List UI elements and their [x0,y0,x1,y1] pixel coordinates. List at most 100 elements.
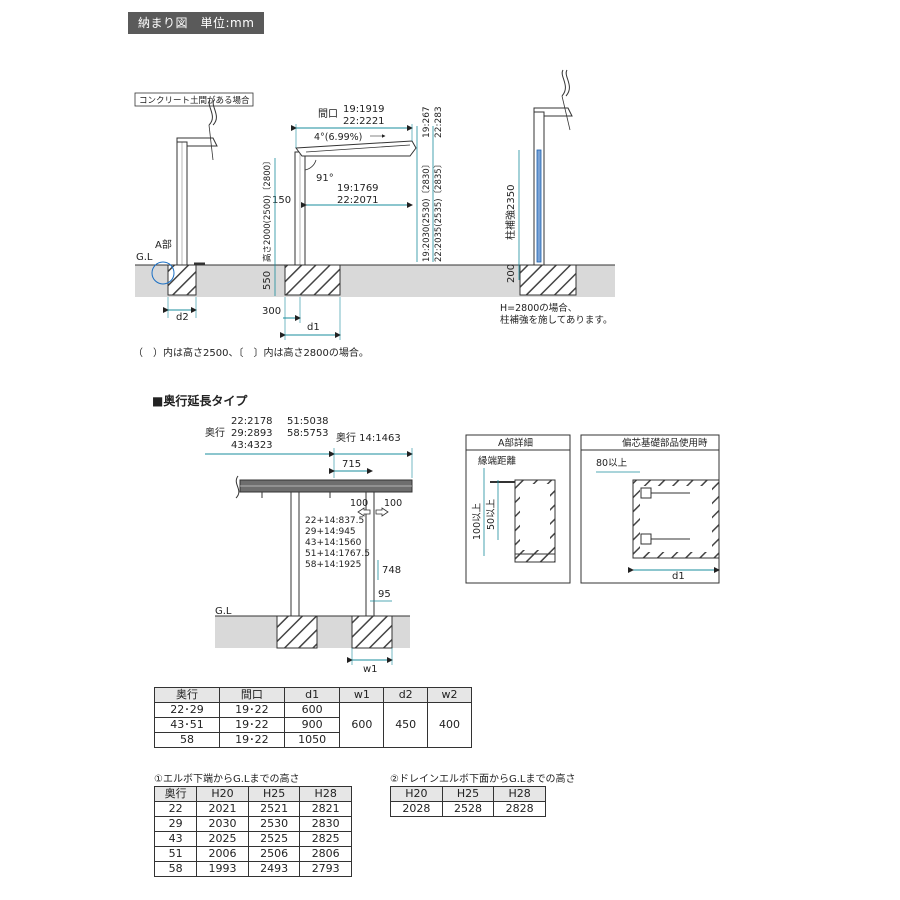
d2-label: d2 [176,312,189,323]
detail-a-panel: A部詳細 縁端距離 100以上 50以上 [465,434,571,584]
inner-22: 22:2071 [337,195,379,206]
height-22: 22+14:837.5 [305,516,364,526]
table-cell: 29 [153,816,198,832]
table-header: H20 [196,786,249,802]
dim-95: 95 [378,589,391,600]
table-row: 43 2025 2525 2825 [153,831,352,847]
extension-title: ■奥行延長タイプ [152,393,248,408]
table-header: w2 [427,687,472,703]
paren-note: （ ）内は高さ2500、〔 〕内は高さ2800の場合。 [133,346,369,359]
table-header: 奥行 [153,786,198,802]
table-header-row: H20 H25 H28 [390,786,546,802]
elbow-height-table: 奥行 H20 H25 H28 22 2021 2521 2821 29 2030… [153,786,352,877]
dim-50-above: 50以上 [486,498,497,530]
table-cell: 19･22 [218,702,285,718]
depth-label: 奥行 [205,426,225,439]
table-cell: 2830 [299,816,352,832]
detail-eccentric-title: 偏芯基礎部品使用時 [622,437,708,449]
table-header: H25 [247,786,301,802]
dim-550: 550 [262,271,273,290]
table-cell: 19･22 [218,717,285,733]
height-left: 高さ2000(2500)〔2800〕 [262,156,273,262]
table-cell: 900 [283,717,341,733]
reinforced-post [519,69,577,296]
table-cell: 2828 [493,801,546,817]
table-cell: 2821 [299,801,352,817]
dim-100-above: 100以上 [472,502,483,540]
extension-roof [235,475,413,625]
table-row: 43･51 19･22 900 [154,717,472,733]
table-cell: 22 [153,801,198,817]
table-cell: 19･22 [218,732,285,748]
table-row: 2028 2528 2828 [390,801,546,817]
d1-label: d1 [307,322,320,333]
drain-table-title: ②ドレインエルボ下面からG.Lまでの高さ [390,774,576,785]
table-cell: 2528 [441,801,495,817]
table-cell: 2506 [247,846,301,862]
table-row: 29 2030 2530 2830 [153,816,352,832]
table-header: 奥行 [154,687,220,703]
table-cell: 2793 [299,861,352,877]
main-carport [284,140,417,296]
detail-a-title: A部詳細 [498,437,533,449]
table-cell-w2: 400 [427,702,472,748]
opening-19: 19:1919 [343,104,385,115]
table-cell: 2006 [196,846,249,862]
dim-200: 200 [506,264,517,283]
table-cell: 2021 [196,801,249,817]
main-dimension-table: 奥行 間口 d1 w1 d2 w2 22･29 19･22 600 600 45… [154,687,472,748]
dim-715: 715 [342,459,361,470]
table-cell: 43･51 [154,717,220,733]
depth-43: 43:4323 [231,440,273,451]
slope-angle: 4°(6.99%) [314,132,362,143]
dim-748: 748 [382,565,401,576]
height-58: 58+14:1925 [305,560,361,570]
depth-ext: 奥行 14:1463 [336,431,401,444]
drain-height-table: H20 H25 H28 2028 2528 2828 [390,786,546,817]
angle-91: 91° [316,173,334,184]
concrete-label: コンクリート土間がある場合 [139,95,250,106]
table-header: H28 [493,786,546,802]
a-part-label: A部 [155,238,172,251]
depth-29: 29:2893 [231,428,273,439]
height-43: 43+14:1560 [305,538,362,548]
table-cell: 58 [153,861,198,877]
depth-22: 22:2178 [231,416,273,427]
inner-19: 19:1769 [337,183,379,194]
table-header: 間口 [218,687,285,703]
table-cell-w1: 600 [339,702,385,748]
opening-label: 間口 [318,108,338,120]
table-row: 22･29 19･22 600 600 450 400 [154,702,472,748]
height-29: 29+14:945 [305,527,356,537]
extension-diagram: ■奥行延長タイプ 22:2178 51:5038 奥行 29:2893 58:5… [152,393,720,675]
table-cell: 1993 [196,861,249,877]
dim-100b: 100 [384,498,402,509]
table-header: H20 [390,786,443,802]
table-header: H28 [299,786,352,802]
detail-eccentric-panel: 偏芯基礎部品使用時 80以上 d1 [580,434,720,584]
note-h2800-2: 柱補強を施してあります。 [500,314,612,326]
top-elevation-diagram: コンクリート土間がある場合 A部 G.L d2 間口 19:1919 22:22… [133,69,615,359]
table-row: 58 1993 2493 2793 [153,861,352,877]
height-right-19: 19:2030(2530)〔2830〕 [421,160,432,262]
dim-100a: 100 [350,498,368,509]
table-cell: 2825 [299,831,352,847]
table-header-row: 奥行 間口 d1 w1 d2 w2 [154,687,472,703]
a-part-circle [151,261,175,285]
elbow-table-title: ①エルボ下端からG.Lまでの高さ [154,774,300,785]
table-cell: 2530 [247,816,301,832]
table-cell: 58 [154,732,220,748]
edge-label: 縁端距離 [478,455,517,467]
table-cell: 2525 [247,831,301,847]
table-row: 58 19･22 1050 [154,732,472,748]
table-header: d1 [283,687,341,703]
concrete-label-box [134,92,254,107]
table-cell: 2806 [299,846,352,862]
gl-label-ext: G.L [215,606,232,617]
depth-51: 51:5038 [287,416,329,427]
table-header: H25 [441,786,495,802]
table-cell-d2: 450 [383,702,429,748]
eccentric-d1: d1 [672,571,685,582]
left-post [167,99,218,296]
right-top-22: 22:283 [434,106,444,138]
